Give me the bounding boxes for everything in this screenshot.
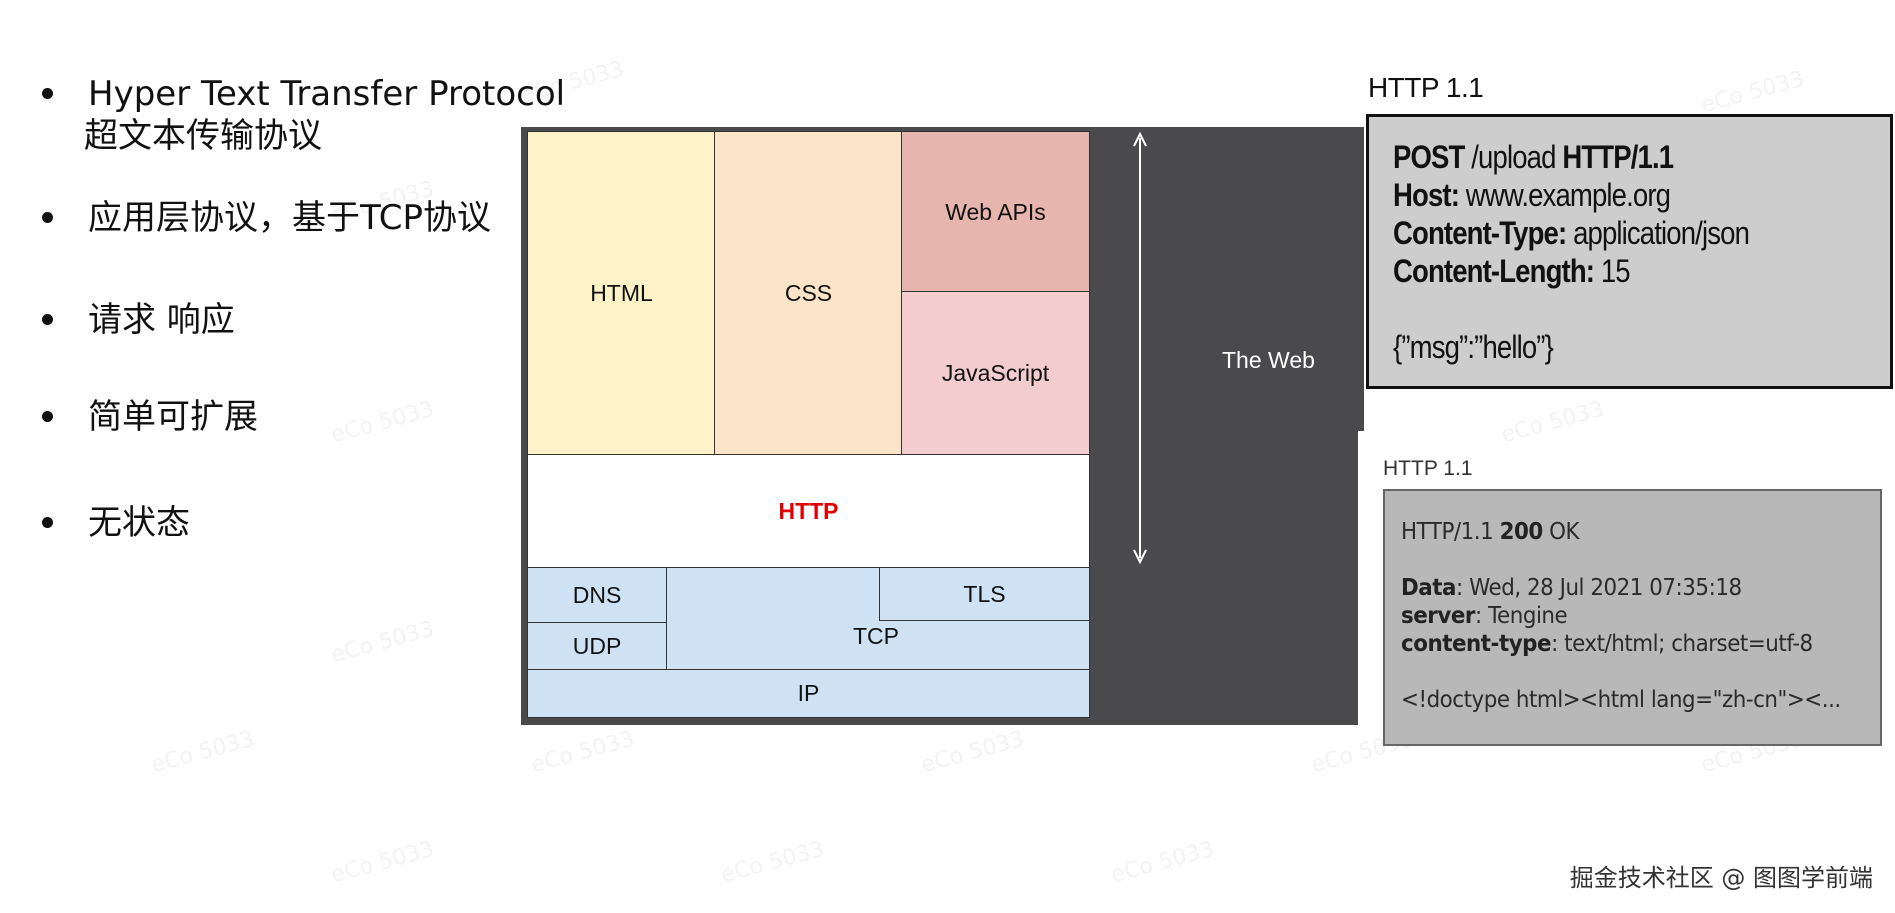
the-web-background-extension [1358,127,1364,431]
request-title: HTTP 1.1 [1368,72,1484,103]
bullet-dot [42,411,53,422]
html-label: HTML [590,280,653,306]
tcp-label: TCP [853,623,899,649]
bullet-text: 简单可扩展 [88,397,258,437]
bullet-text: 超文本传输协议 [84,116,322,156]
response-title: HTTP 1.1 [1383,457,1473,480]
request-line: POST /upload HTTP/1.1 [1393,139,1674,176]
udp-label: UDP [572,633,622,659]
response-content-type-header: content-type: text/html; charset=utf-8 [1401,631,1813,657]
request-method: POST [1393,139,1465,175]
header-value: 15 [1594,253,1631,289]
udp-cell: UDP [527,622,667,671]
request-host-header: Host: www.example.org [1393,177,1671,214]
header-key: Content-Type: [1393,215,1567,251]
header-value: : text/html; charset=utf-8 [1551,631,1813,657]
header-key: content-type [1401,631,1552,657]
header-key: Host: [1393,177,1460,213]
tls-label: TLS [963,580,1006,607]
header-value: www.example.org [1459,177,1671,213]
request-content-type-header: Content-Type: application/json [1393,215,1750,252]
bullet-text: 请求 响应 [88,300,235,340]
dns-cell: DNS [527,567,667,624]
http-cell: HTTP [527,454,1090,569]
header-key: server [1401,603,1476,629]
response-body: <!doctype html><html lang="zh-cn"><... [1401,687,1841,713]
request-version: HTTP/1.1 [1562,139,1674,175]
html-cell: HTML [527,131,716,456]
bullet-dot [42,314,53,325]
footer-credit: 掘金技术社区 @ 图图学前端 [1569,864,1873,892]
request-example-box: POST /upload HTTP/1.1 Host: www.example.… [1366,114,1893,389]
request-content-length-header: Content-Length: 15 [1393,253,1631,290]
web-apis-label: Web APIs [945,198,1046,225]
status-text: OK [1542,519,1580,545]
ip-label: IP [797,680,820,706]
http-label: HTTP [778,498,839,524]
bullet-text: 应用层协议，基于TCP协议 [88,198,492,238]
web-apis-cell: Web APIs [901,131,1090,293]
header-value: : Wed, 28 Jul 2021 07:35:18 [1456,575,1742,601]
header-value: : Tengine [1475,603,1568,629]
request-body: {”msg”:”hello”} [1393,329,1554,365]
tls-cell: TLS [879,567,1090,621]
css-cell: CSS [714,131,903,456]
status-code: 200 [1499,519,1544,545]
response-example-box: HTTP/1.1 200 OK Data: Wed, 28 Jul 2021 0… [1383,489,1882,746]
request-path: /upload [1464,139,1563,175]
header-value: application/json [1566,215,1750,251]
bullet-dot [42,212,53,223]
javascript-label: JavaScript [941,360,1050,386]
css-label: CSS [784,280,833,306]
bullet-dot [42,517,53,528]
header-key: Content-Length: [1393,253,1595,289]
bullet-text: 无状态 [88,503,190,543]
the-web-label: The Web [1222,347,1315,373]
bullet-text: Hyper Text Transfer Protocol [88,74,566,114]
bullet-dot [42,88,53,99]
response-date-header: Data: Wed, 28 Jul 2021 07:35:18 [1401,575,1742,601]
response-server-header: server: Tengine [1401,603,1568,629]
status-version: HTTP/1.1 [1401,519,1500,545]
double-arrow-icon [1133,131,1147,565]
dns-label: DNS [572,582,622,608]
response-status-line: HTTP/1.1 200 OK [1401,519,1580,545]
ip-cell: IP [527,669,1090,718]
header-key: Data [1401,575,1457,601]
javascript-cell: JavaScript [901,291,1090,456]
